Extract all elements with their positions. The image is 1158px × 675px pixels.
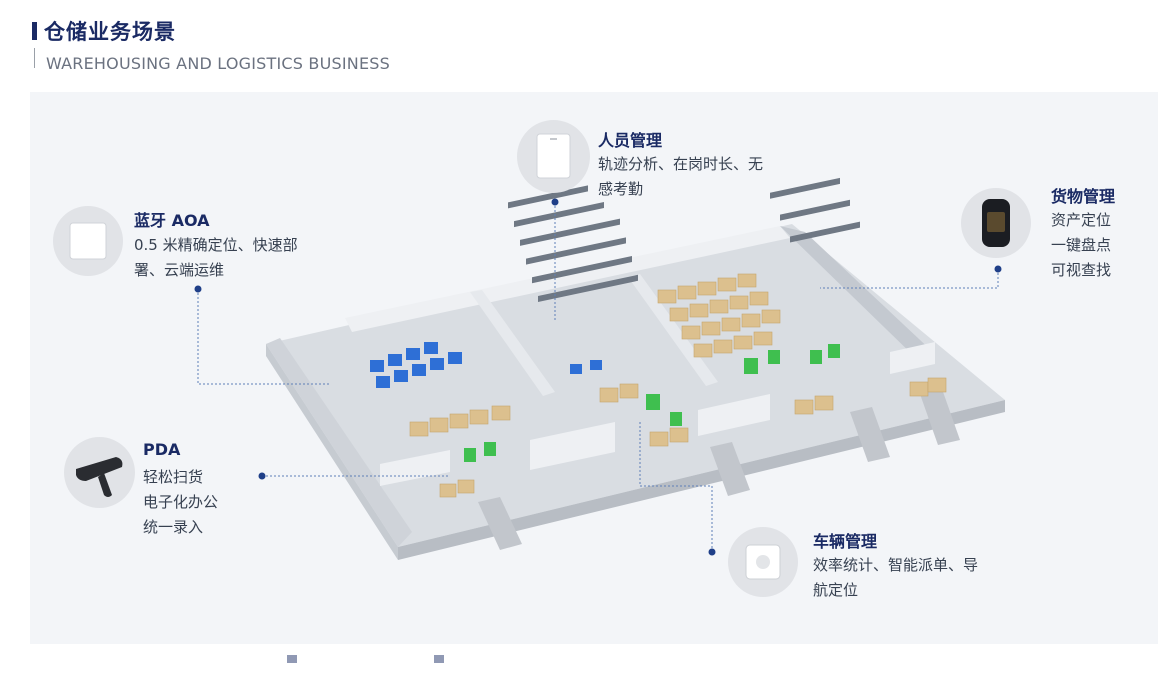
forklifts bbox=[464, 344, 840, 462]
dot-vehicle bbox=[708, 548, 716, 556]
connector-dots bbox=[194, 198, 1002, 556]
vehicle-tag-icon bbox=[745, 544, 781, 580]
callout-title-cargo: 货物管理 bbox=[1051, 187, 1116, 206]
callout-desc-vehicle: 效率统计、智能派单、导航定位 bbox=[813, 556, 979, 599]
callout-desc-bluetooth: 0.5 米精确定位、快速部署、云端运维 bbox=[134, 236, 298, 279]
pda-device-circle bbox=[64, 437, 135, 508]
partition-wall-3 bbox=[530, 422, 615, 470]
warehouse-illustration bbox=[194, 177, 1005, 560]
asset-tag-icon bbox=[982, 199, 1010, 247]
partition-wall-5 bbox=[890, 342, 935, 374]
vehicle-device-circle bbox=[728, 527, 798, 597]
callout-title-vehicle: 车辆管理 bbox=[813, 532, 878, 551]
footer-mark-right bbox=[434, 655, 444, 663]
partition-wall-4 bbox=[698, 394, 770, 436]
warehouse-floor-edge bbox=[398, 400, 1005, 560]
badge-card-icon bbox=[536, 133, 571, 179]
pda-scanner-icon bbox=[76, 457, 123, 497]
title-accent-bar bbox=[32, 22, 37, 40]
callout-desc-personnel: 轨迹分析、在岗时长、无感考勤 bbox=[598, 155, 764, 198]
tag-device-icon bbox=[69, 222, 107, 260]
callout-title-pda: PDA bbox=[143, 440, 181, 459]
callout-desc-pda: 轻松扫货电子化办公统一录入 bbox=[143, 468, 219, 536]
back-wall bbox=[345, 226, 790, 332]
page-subtitle: WAREHOUSING AND LOGISTICS BUSINESS bbox=[46, 54, 390, 73]
bluetooth-device-circle bbox=[53, 206, 123, 276]
right-room-wall bbox=[780, 226, 935, 364]
callout-title-personnel: 人员管理 bbox=[598, 131, 663, 150]
partition-wall-6 bbox=[380, 450, 450, 486]
blue-equipment bbox=[370, 342, 602, 388]
storage-racks bbox=[508, 177, 860, 303]
callout-connectors bbox=[197, 202, 999, 552]
connector-vehicle bbox=[639, 422, 713, 552]
personnel-device-circle bbox=[517, 120, 590, 193]
subtitle-divider bbox=[34, 48, 35, 68]
warehouse-floor-edge-left bbox=[266, 344, 398, 560]
dot-cargo bbox=[994, 265, 1002, 273]
dot-bluetooth bbox=[194, 285, 202, 293]
dot-personnel bbox=[551, 198, 559, 206]
callout-desc-cargo: 资产定位一键盘点可视查找 bbox=[1051, 211, 1112, 279]
partition-wall-2 bbox=[628, 274, 718, 386]
dot-pda bbox=[258, 472, 266, 480]
loading-docks bbox=[478, 389, 960, 550]
cargo-boxes bbox=[409, 273, 947, 498]
footer-mark-left bbox=[287, 655, 297, 663]
partition-wall-1 bbox=[470, 290, 555, 396]
page-title: 仓储业务场景 bbox=[44, 20, 176, 44]
scene-panel bbox=[30, 92, 1158, 644]
callout-title-bluetooth: 蓝牙 AOA bbox=[134, 211, 210, 230]
connector-cargo bbox=[820, 269, 999, 289]
left-wall bbox=[266, 338, 412, 547]
cargo-device-circle bbox=[961, 188, 1031, 258]
